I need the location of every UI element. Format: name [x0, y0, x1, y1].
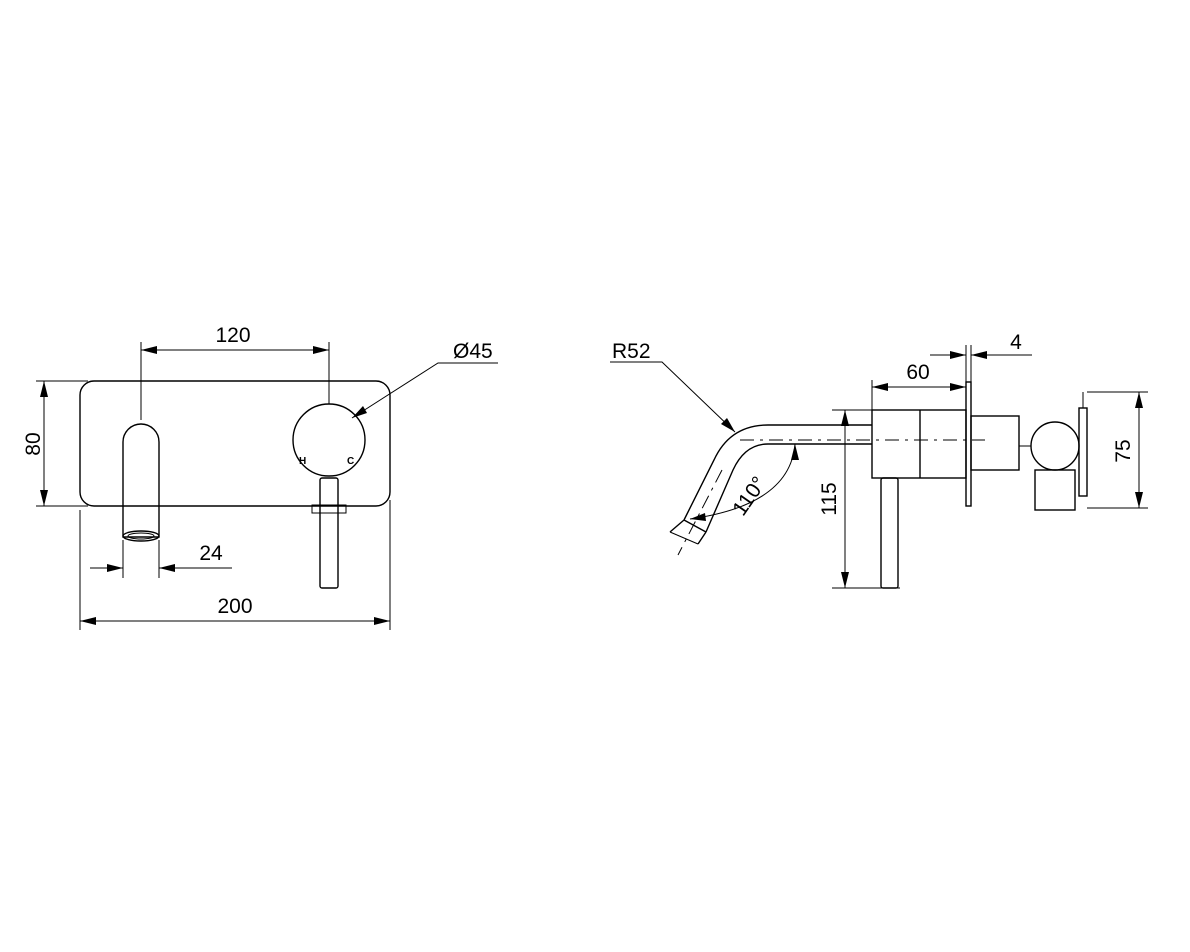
- dim-spout-diameter: 24: [199, 542, 223, 565]
- side-wall-plate: [965, 381, 972, 507]
- handle-cold-label: C: [347, 456, 354, 467]
- front-view: H C 120 Ø45 80 24: [22, 324, 498, 630]
- dim-handle-drop: 115: [818, 482, 841, 515]
- wall-plate: [79, 380, 391, 507]
- dim-center-spacing: 120: [215, 324, 250, 347]
- handle-hot-label: H: [299, 456, 306, 467]
- dim-valve-height: 75: [1112, 439, 1135, 462]
- dim-plate-thickness: 4: [1010, 331, 1022, 354]
- side-view: R52 4 60 110° 115 75: [610, 331, 1148, 589]
- handle-lever: [319, 477, 339, 589]
- valve-body: [871, 409, 967, 479]
- rough-in-body: [970, 415, 1020, 471]
- dim-plate-width: 200: [217, 595, 252, 618]
- side-handle-lever: [880, 477, 899, 589]
- dim-spout-angle: 110°: [728, 473, 771, 521]
- dim-handle-diameter: Ø45: [453, 340, 493, 363]
- handle-lever-base: [311, 504, 347, 514]
- dim-spout-radius: R52: [612, 340, 651, 363]
- spout-side: [683, 424, 872, 521]
- dim-plate-height: 80: [22, 432, 45, 455]
- spout-outlet-inner: [127, 532, 155, 540]
- rough-in-port: [1030, 421, 1080, 471]
- spout-front: [122, 423, 160, 538]
- spout-outlet: [122, 530, 160, 542]
- dim-body-depth: 60: [906, 361, 929, 384]
